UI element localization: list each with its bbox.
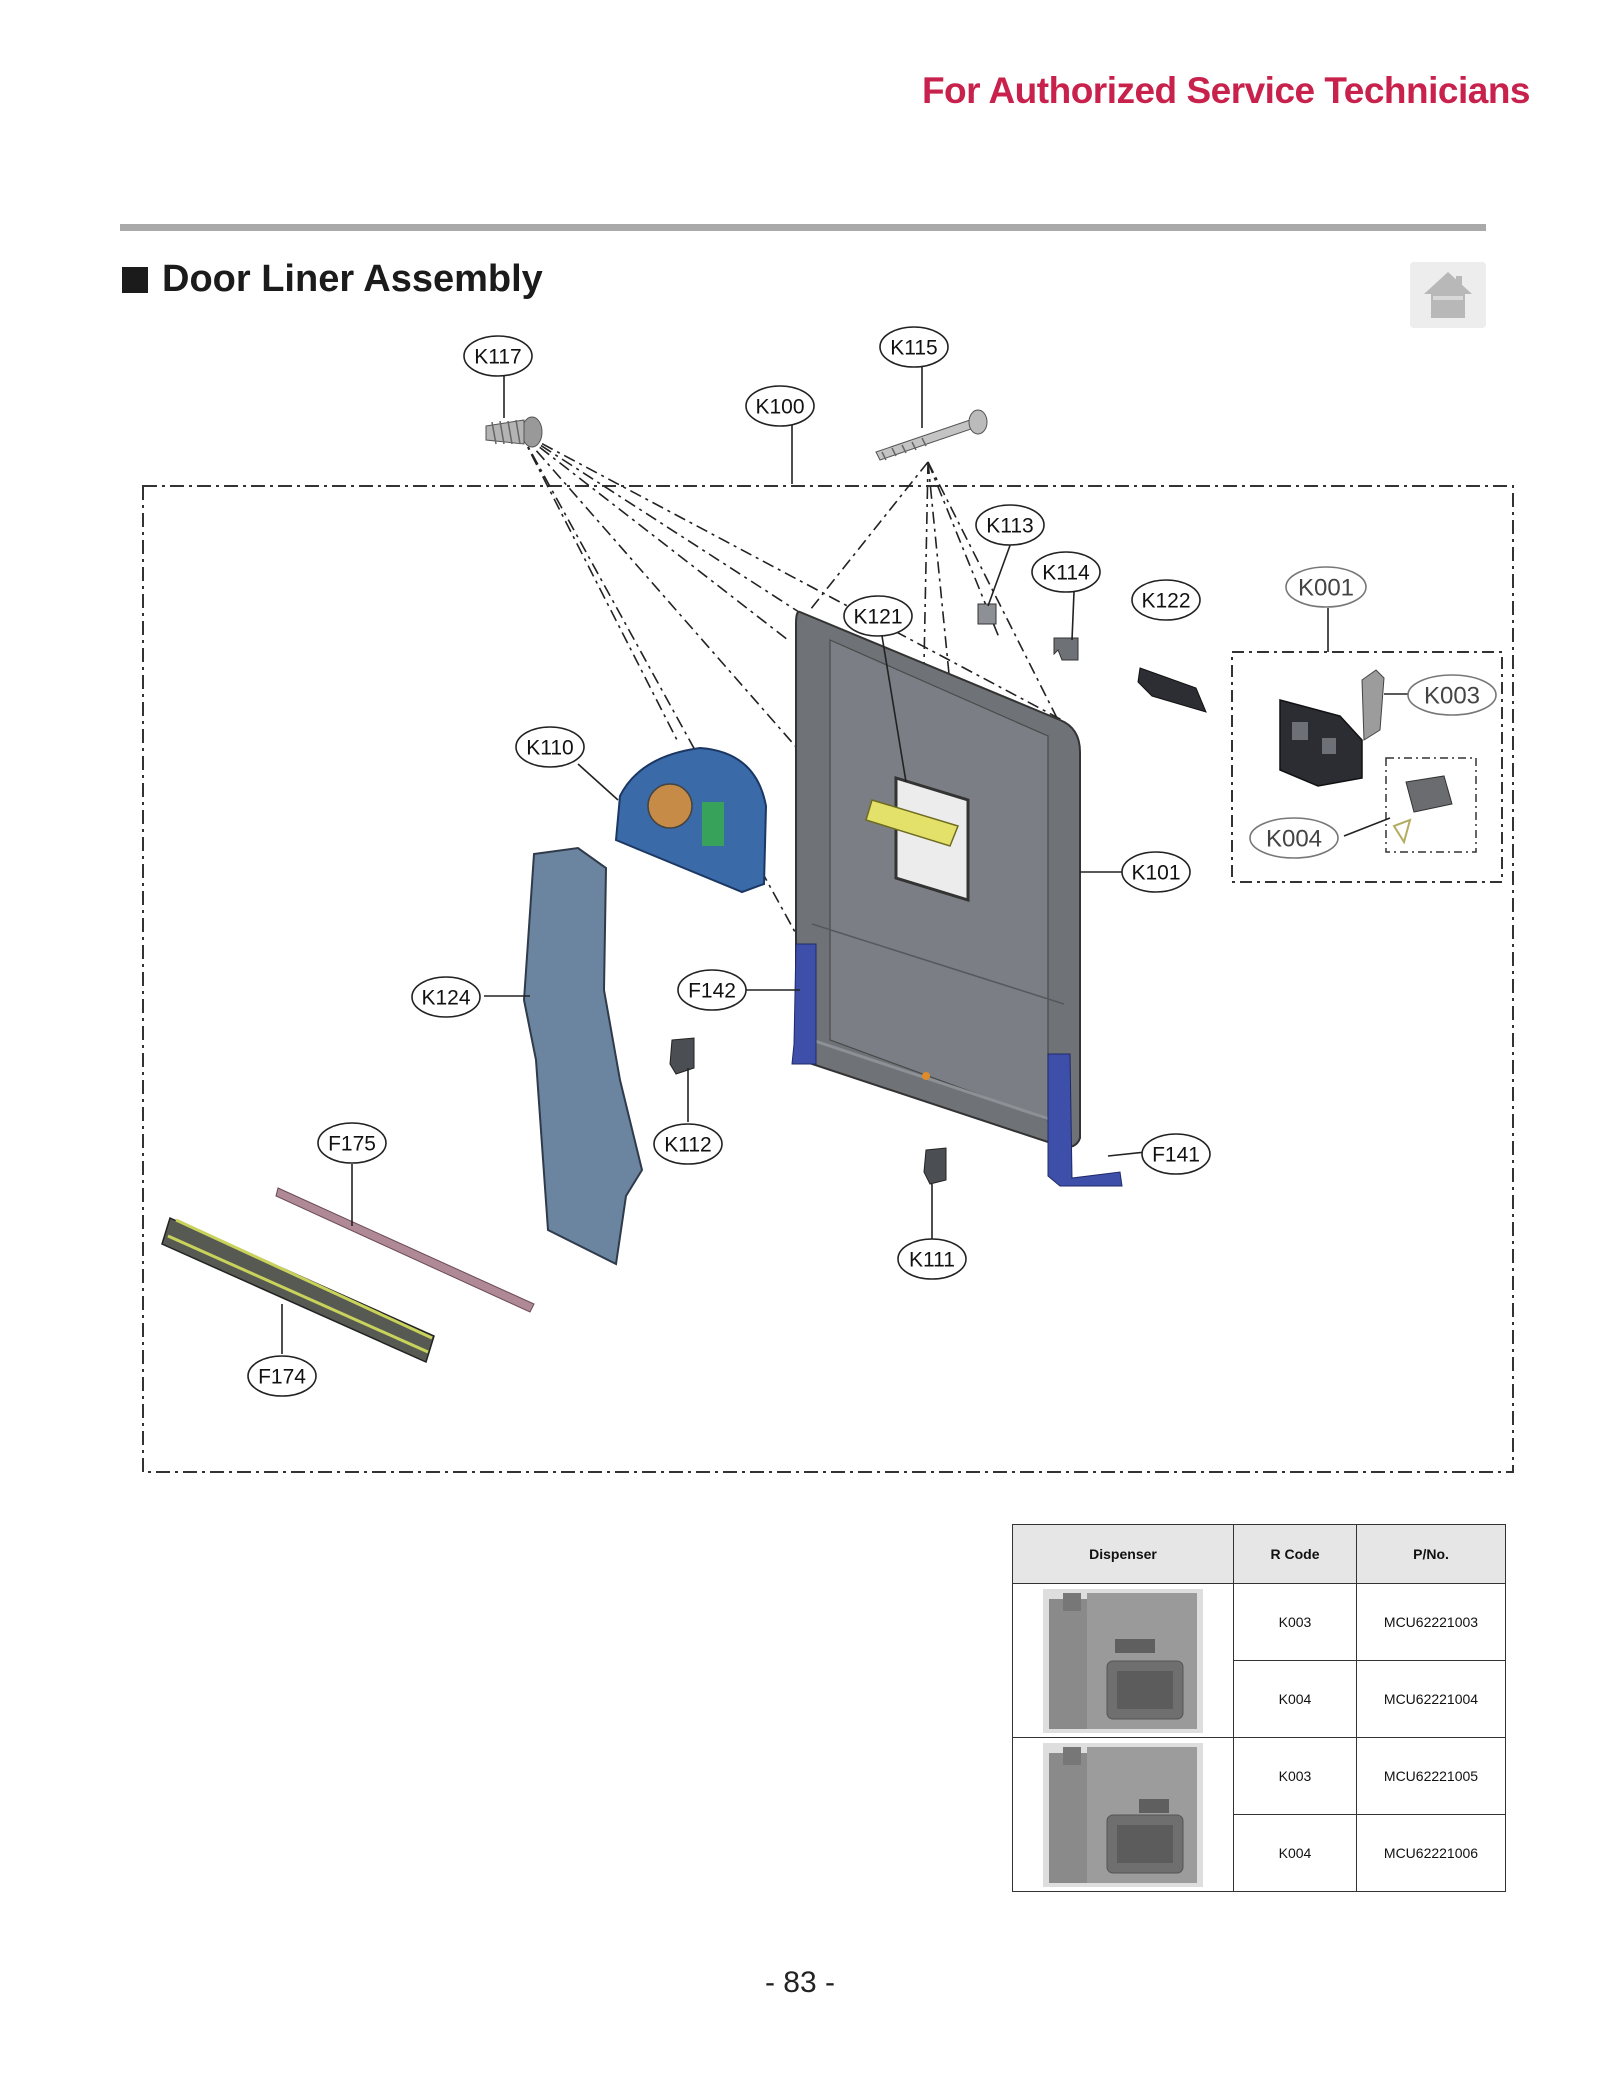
dispenser-boundary: [1231, 651, 1503, 883]
callout-k122: K122: [1141, 590, 1190, 613]
bullet-square-icon: [122, 266, 148, 293]
pno-cell: MCU62221003: [1356, 1583, 1506, 1661]
pno-cell: MCU62221004: [1356, 1660, 1506, 1738]
leader-lines: [281, 366, 1408, 1354]
page-number: - 83 -: [764, 1966, 836, 1999]
callout-k117: K117: [474, 346, 522, 369]
dispenser-photo-1: [1043, 1588, 1203, 1733]
table-row: K004 MCU62221006: [1013, 1814, 1506, 1892]
dispenser-cap-boundary: [1385, 757, 1477, 853]
table-header-pno: P/No.: [1356, 1524, 1506, 1584]
clip-k114: [1053, 637, 1079, 661]
callout-k111: K111: [909, 1249, 955, 1272]
pin-k115: [875, 409, 988, 461]
table-row: K003 MCU62221005: [1012, 1737, 1506, 1892]
rod-f175: [275, 1187, 535, 1313]
clip-k113: [977, 603, 997, 625]
callout-f174: F174: [258, 1366, 306, 1389]
callout-k124: K124: [421, 987, 470, 1010]
part-k122: [1137, 667, 1207, 713]
header-rule: [120, 224, 1486, 231]
callout-ellipses: [247, 326, 1497, 1397]
callout-f142: F142: [688, 980, 736, 1003]
assembly-boundary: [142, 485, 1514, 1473]
rcode-cell: K004: [1233, 1814, 1357, 1892]
callout-f175: F175: [328, 1133, 376, 1156]
table-header-dispenser: Dispenser: [1012, 1524, 1234, 1584]
callout-f141: F141: [1152, 1144, 1200, 1167]
callout-k121: K121: [853, 606, 902, 629]
rcode-cell: K003: [1233, 1583, 1357, 1661]
callout-k112: K112: [664, 1134, 712, 1157]
dispenser-photo-2: [1043, 1742, 1203, 1887]
table-row: K003 MCU62221003: [1012, 1583, 1506, 1738]
clip-k111: [923, 1147, 947, 1185]
dispenser-photo-cell: [1012, 1583, 1234, 1738]
dispenser-k001: [1279, 669, 1453, 845]
door-liner-k101: [791, 610, 1123, 1187]
rail-f174: [161, 1216, 435, 1364]
table-header-rcode: R Code: [1233, 1524, 1357, 1584]
pno-cell: MCU62221005: [1356, 1737, 1506, 1815]
callout-k113: K113: [986, 515, 1034, 538]
home-button[interactable]: [1410, 262, 1486, 328]
section-title: Door Liner Assembly: [122, 258, 543, 301]
clip-k112: [669, 1037, 695, 1075]
dispenser-parts-table: Dispenser R Code P/No. K003 MCU62221003: [1012, 1524, 1506, 1892]
screw-k117: [485, 416, 543, 448]
callout-labels: K117 K115 K100 K113 K114 K122 K001 K003 …: [258, 337, 1480, 1389]
callout-k101: K101: [1131, 862, 1180, 885]
callout-k004: K004: [1266, 826, 1322, 853]
pno-cell: MCU62221006: [1356, 1814, 1506, 1892]
header-note: For Authorized Service Technicians: [921, 70, 1531, 111]
callout-k003: K003: [1424, 683, 1480, 710]
callout-k114: K114: [1042, 562, 1090, 585]
rcode-cell: K003: [1233, 1737, 1357, 1815]
callout-k115: K115: [890, 337, 938, 360]
callout-k110: K110: [526, 737, 574, 760]
callout-k100: K100: [755, 396, 804, 419]
table-header-row: Dispenser R Code P/No.: [1012, 1524, 1506, 1584]
callout-k001: K001: [1298, 575, 1354, 602]
table-row: K004 MCU62221004: [1013, 1660, 1506, 1738]
rcode-cell: K004: [1233, 1660, 1357, 1738]
dispenser-photo-cell: [1012, 1737, 1234, 1892]
home-icon: [1424, 272, 1472, 318]
fan-housing-k110: [614, 746, 768, 894]
section-title-text: Door Liner Assembly: [162, 258, 543, 300]
duct-k124: [522, 846, 644, 1266]
